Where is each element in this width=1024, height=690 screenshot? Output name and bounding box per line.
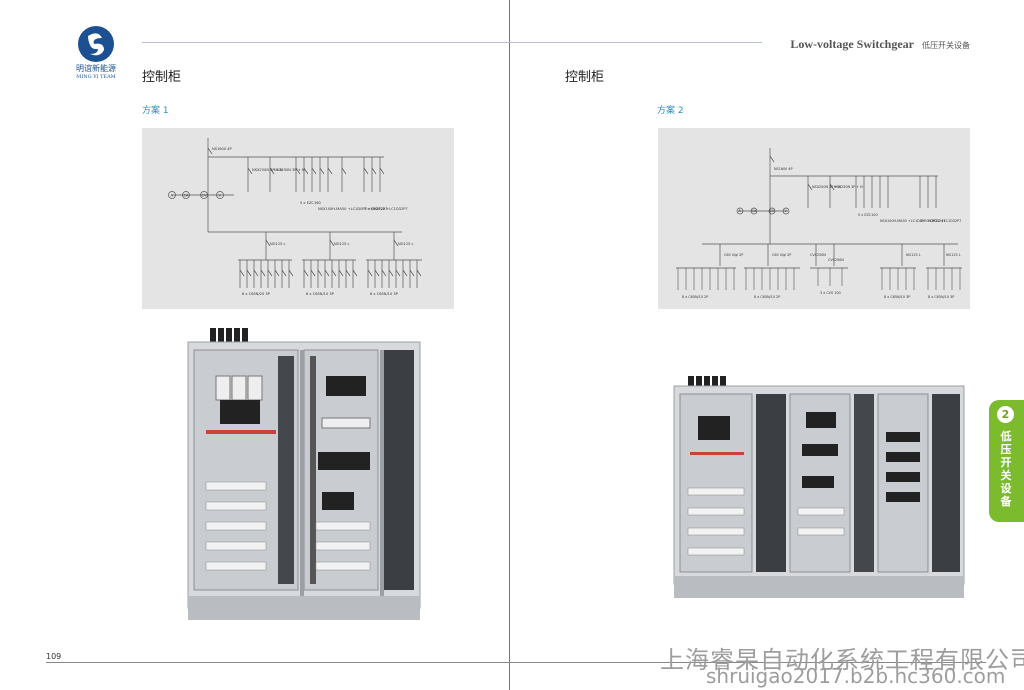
meter-a: A xyxy=(739,209,742,213)
label-feeder-a: NSX250N 3P + N xyxy=(252,168,283,172)
label-group-3: 3 x GV2P22 +LC1D32P7 xyxy=(364,207,408,211)
label-feeder-b: NSX250N 3P + N xyxy=(274,168,305,172)
scheme-label: 方案 2 xyxy=(657,106,684,116)
chapter-side-tab: 2 低压开关设备 xyxy=(989,400,1024,522)
watermark-company: 上海睿杲自动化系统工程有限公司 xyxy=(660,646,1024,674)
label-out-4: 8 x C65N/10 3P xyxy=(884,295,910,299)
label-group-1: 5 x EZC100 xyxy=(858,213,878,217)
label-out-3: 3 x CVS 100 xyxy=(820,291,841,295)
label-sub-3: NG125 L xyxy=(398,242,413,246)
label-sub-6: NG125 L xyxy=(946,253,961,257)
header-title-en: Low-voltage Switchgear xyxy=(790,37,914,51)
label-group-1: 5 x EZC160 xyxy=(300,201,322,205)
page-number: 109 xyxy=(46,652,62,661)
section-title: 控制柜 xyxy=(565,70,605,85)
left-page: 明谊新能源 MING YI TEAM 控制柜 方案 1 xyxy=(0,0,509,690)
label-feeder-a: NSX250N 3P + N xyxy=(812,185,841,189)
chapter-title: 低压开关设备 xyxy=(1000,430,1012,508)
label-out-2: 8 x C65N/10 2P xyxy=(754,295,780,299)
single-line-diagram-1: NS1600 4P NSX250N 3P + N NSX250N 3P + N … xyxy=(142,128,454,309)
label-out-5: 8 x C65N/10 3P xyxy=(928,295,954,299)
brand-logo: 明谊新能源 MING YI TEAM xyxy=(72,26,120,80)
label-sub-3: CVS250N xyxy=(810,253,826,257)
chapter-number: 2 xyxy=(997,406,1014,423)
label-feeder-b: NSX250N 3P + N xyxy=(834,185,863,189)
label-sub-1: C60 Vigi 2P xyxy=(724,253,743,257)
control-cabinet-image-2 xyxy=(672,372,968,602)
label-main-breaker: NS1600 4P xyxy=(774,167,793,171)
label-sub-2: NG125 L xyxy=(334,242,349,246)
label-sub-1: NG125 L xyxy=(270,242,285,246)
label-sub-4: CVS250N xyxy=(828,258,844,262)
brand-name-cn: 明谊新能源 xyxy=(76,64,116,73)
label-out-1: 8 x C65N/20 3P xyxy=(242,292,271,296)
label-sub-2: C60 Vigi 2P xyxy=(772,253,791,257)
header-rule xyxy=(142,42,762,43)
label-main-breaker: NS1600 4P xyxy=(212,147,233,151)
label-group-2: NSX100H-MA50 +LC1D0P7 +LRD1207 xyxy=(880,219,946,223)
watermark-url: shruigao2017.b2b.hc360.com xyxy=(706,664,1006,688)
brand-logo-icon xyxy=(78,26,114,62)
single-line-diagram-2: NS1600 4P NSX250N 3P + N NSX250N 3P + N … xyxy=(658,128,970,309)
label-sub-5: NG125 L xyxy=(906,253,921,257)
meter-v: V xyxy=(219,194,222,198)
meter-ca: CA xyxy=(752,209,757,213)
label-out-1: 8 x C65N/10 2P xyxy=(682,295,708,299)
label-group-2: NSX100H-MA50 +LC1D0P7 +LRD1207 xyxy=(318,207,387,211)
meter-cv: CV xyxy=(770,209,775,213)
meter-v: V xyxy=(785,209,788,213)
control-cabinet-image-1 xyxy=(186,326,424,622)
section-title: 控制柜 xyxy=(142,70,182,85)
brand-name-en: MING YI TEAM xyxy=(76,74,116,80)
right-page: 控制柜 方案 2 xyxy=(510,0,1024,690)
label-out-3: 8 x C65N/10 3P xyxy=(370,292,399,296)
page-spine xyxy=(509,0,510,690)
scheme-label: 方案 1 xyxy=(142,106,169,116)
header-title-cn: 低压开关设备 xyxy=(922,41,970,50)
meter-ca: CA xyxy=(184,194,190,198)
label-out-2: 8 x C65N/10 3P xyxy=(306,292,335,296)
meter-a: A xyxy=(171,194,174,198)
label-group-3: 3 x GV2P22 +LC1D32P7 xyxy=(920,219,961,223)
footer-rule xyxy=(46,662,986,663)
meter-cv: CV xyxy=(202,194,208,198)
